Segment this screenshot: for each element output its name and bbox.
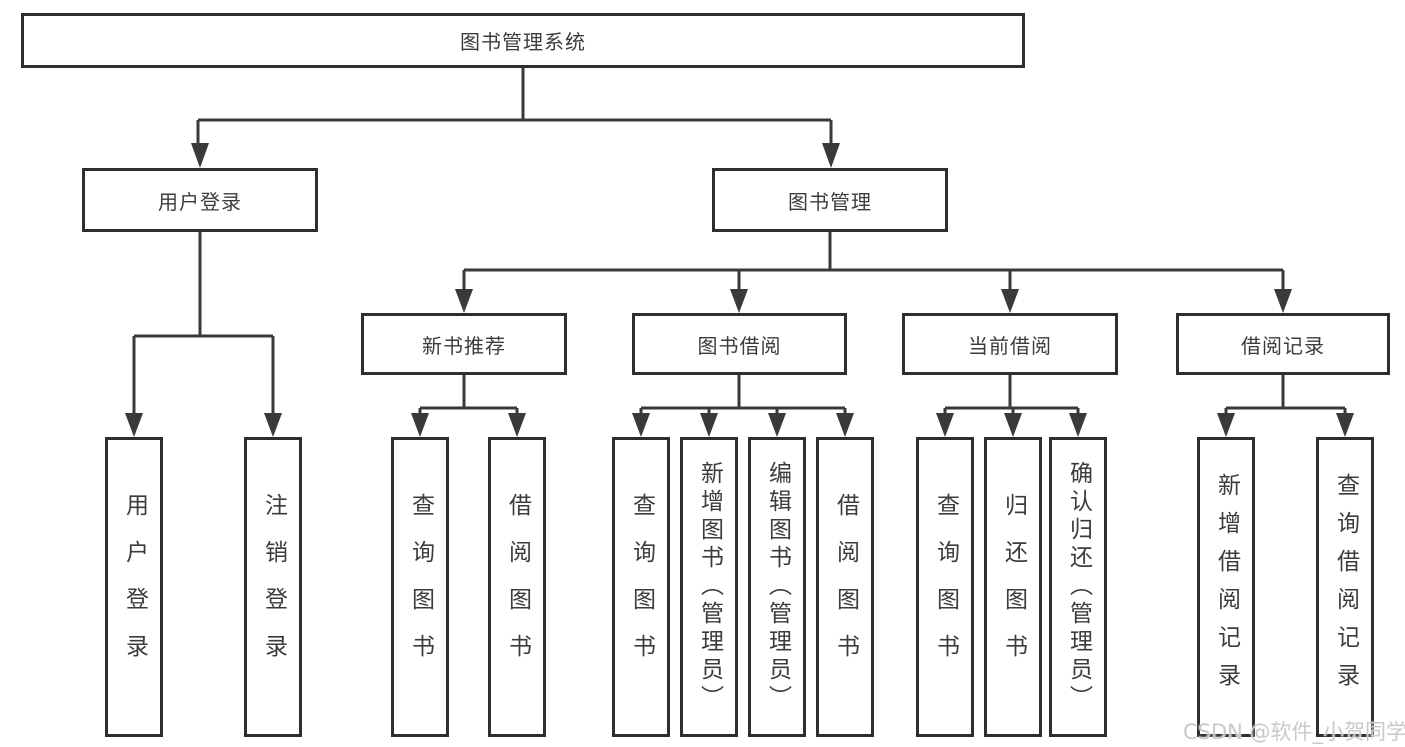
node-book-borrowing: 图书借阅	[632, 313, 847, 375]
arrow-down-icon	[455, 289, 473, 313]
node-label: 借阅记录	[1241, 333, 1325, 358]
leaf-label: 编辑图书（管理员）	[764, 461, 791, 713]
leaf-label: 用户登录	[121, 493, 148, 681]
arrow-down-icon	[508, 413, 526, 437]
csdn-watermark: CSDN @软件_小贺同学	[1183, 720, 1405, 744]
leaf-label: 确认归还（管理员）	[1065, 461, 1092, 713]
arrow-down-icon	[1217, 413, 1235, 437]
leaf-add-borrow-record: 新增借阅记录	[1197, 437, 1255, 737]
arrow-down-icon	[411, 413, 429, 437]
arrow-down-icon	[768, 413, 786, 437]
node-library-system: 图书管理系统	[21, 13, 1025, 68]
leaf-user-login: 用户登录	[105, 437, 163, 737]
node-label: 图书管理	[788, 189, 872, 214]
leaf-add-books-admin: 新增图书（管理员）	[680, 437, 738, 737]
leaf-return-books: 归还图书	[984, 437, 1042, 737]
arrow-down-icon	[191, 143, 209, 168]
arrow-down-icon	[1069, 413, 1087, 437]
node-new-book-recommend: 新书推荐	[361, 313, 567, 375]
leaf-label: 查询图书	[407, 493, 434, 681]
leaf-label: 借阅图书	[504, 493, 531, 681]
arrow-down-icon	[264, 413, 282, 437]
node-book-management: 图书管理	[712, 168, 948, 232]
node-label: 图书管理系统	[460, 30, 586, 54]
leaf-query-borrow-record: 查询借阅记录	[1316, 437, 1374, 737]
leaf-label: 借阅图书	[832, 493, 859, 681]
leaf-query-books-1: 查询图书	[391, 437, 449, 737]
arrow-down-icon	[632, 413, 650, 437]
leaf-label: 查询图书	[628, 493, 655, 681]
node-label: 当前借阅	[968, 333, 1052, 358]
node-current-borrowing: 当前借阅	[902, 313, 1118, 375]
leaf-label: 查询图书	[932, 493, 959, 681]
arrow-down-icon	[730, 289, 748, 313]
node-label: 新书推荐	[422, 333, 506, 358]
leaf-label: 新增图书（管理员）	[696, 461, 723, 713]
node-label: 用户登录	[158, 189, 242, 214]
leaf-confirm-return-admin: 确认归还（管理员）	[1049, 437, 1107, 737]
node-user-login: 用户登录	[82, 168, 318, 232]
leaf-query-books-3: 查询图书	[916, 437, 974, 737]
node-label: 图书借阅	[697, 333, 782, 358]
node-borrowing-records: 借阅记录	[1176, 313, 1390, 375]
arrow-down-icon	[1001, 289, 1019, 313]
arrow-down-icon	[936, 413, 954, 437]
arrow-down-icon	[1274, 289, 1292, 313]
leaf-label: 归还图书	[1000, 493, 1027, 681]
leaf-label: 新增借阅记录	[1213, 473, 1240, 701]
leaf-label: 注销登录	[260, 493, 287, 681]
leaf-borrow-books-2: 借阅图书	[816, 437, 874, 737]
arrow-down-icon	[836, 413, 854, 437]
arrow-down-icon	[1004, 413, 1022, 437]
leaf-logout: 注销登录	[244, 437, 302, 737]
arrow-down-icon	[700, 413, 718, 437]
leaf-label: 查询借阅记录	[1332, 473, 1359, 701]
arrow-down-icon	[1336, 413, 1354, 437]
leaf-borrow-books-1: 借阅图书	[488, 437, 546, 737]
leaf-edit-books-admin: 编辑图书（管理员）	[748, 437, 806, 737]
leaf-query-books-2: 查询图书	[612, 437, 670, 737]
arrow-down-icon	[822, 143, 840, 168]
arrow-down-icon	[125, 413, 143, 437]
